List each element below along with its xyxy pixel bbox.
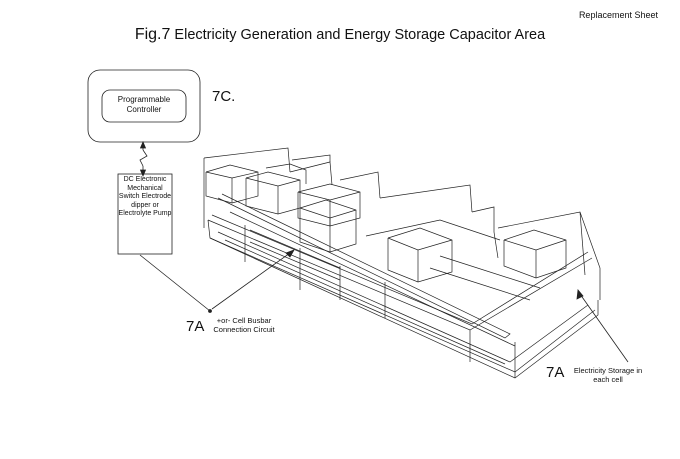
storage-arrowhead xyxy=(576,289,584,300)
switch-leader-line xyxy=(139,254,211,312)
storage-ref-label: 7A xyxy=(546,364,565,381)
busbar-arrowhead xyxy=(285,249,295,258)
storage-leader-line xyxy=(579,293,629,363)
replacement-sheet-note: Replacement Sheet xyxy=(578,10,658,20)
signal-connector xyxy=(139,140,148,178)
figure-number: Fig.7 xyxy=(134,26,171,43)
controller-housing xyxy=(87,69,201,143)
controller-label: Programmable Controller xyxy=(117,95,171,114)
switch-box xyxy=(117,173,173,255)
controller-panel xyxy=(101,89,187,123)
busbar-ref-label: 7A xyxy=(186,318,205,335)
figure-caption: Electricity Generation and Energy Storag… xyxy=(174,27,546,43)
figure-title: Fig.7 Electricity Generation and Energy … xyxy=(0,26,680,44)
switch-box-label: DC Electronic Mechanical Switch Electrod… xyxy=(118,176,172,217)
controller-ref-label: 7C. xyxy=(212,88,236,105)
leader-dot xyxy=(208,309,212,313)
storage-structure xyxy=(203,147,601,379)
busbar-leader-line xyxy=(211,252,291,310)
busbar-text-label: +or- Cell Busbar Connection Circuit xyxy=(213,316,275,334)
storage-text-label: Electricity Storage in each cell xyxy=(573,366,643,384)
